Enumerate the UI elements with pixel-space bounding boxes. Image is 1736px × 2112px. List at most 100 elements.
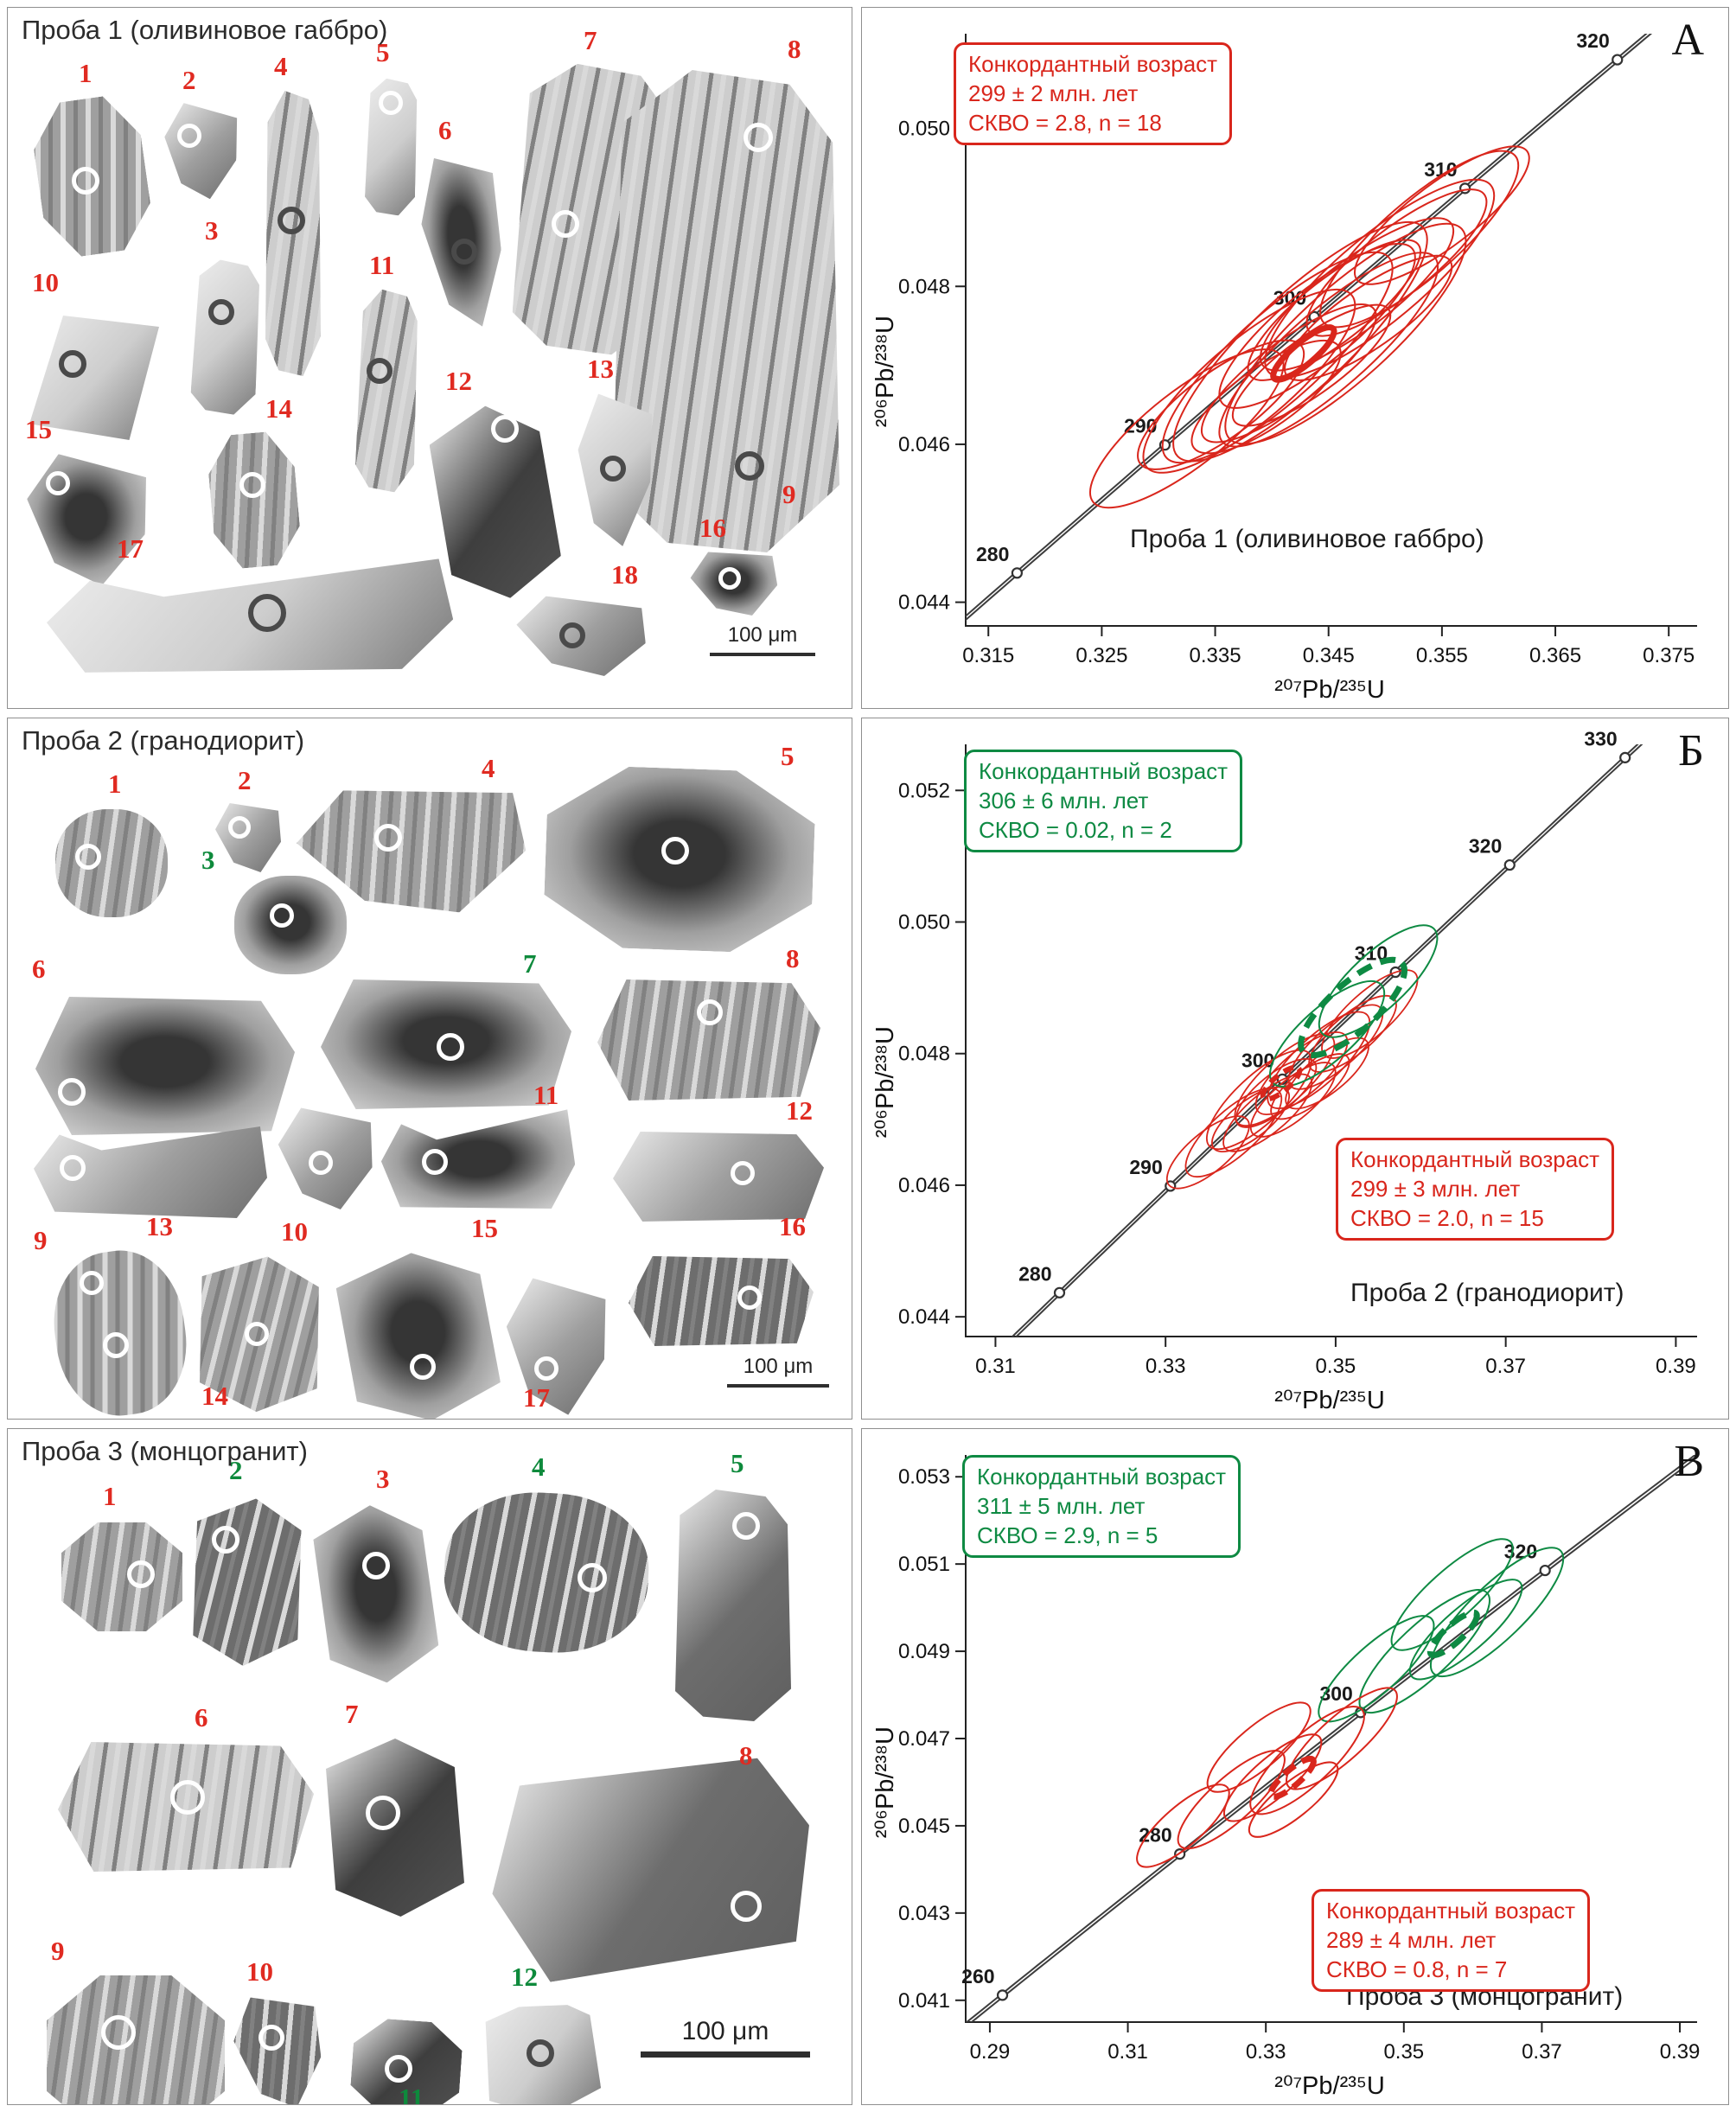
zircon-grain-10 bbox=[232, 1994, 324, 2105]
grain-number-7: 7 bbox=[345, 1699, 359, 1729]
svg-text:330: 330 bbox=[1584, 727, 1617, 750]
svg-text:290: 290 bbox=[1129, 1156, 1162, 1178]
analysis-spot bbox=[600, 456, 626, 482]
grain-number-1: 1 bbox=[108, 769, 122, 799]
analysis-spot bbox=[177, 124, 201, 148]
panel-letter-a: А bbox=[1671, 16, 1704, 65]
svg-text:0.048: 0.048 bbox=[898, 1043, 950, 1066]
grain-number-11: 11 bbox=[369, 250, 395, 280]
analysis-spot bbox=[80, 1271, 104, 1295]
grain-number-12: 12 bbox=[511, 1962, 538, 1992]
panel-letter-b: Б bbox=[1678, 726, 1704, 775]
svg-text:0.355: 0.355 bbox=[1416, 644, 1468, 667]
grain-number-4: 4 bbox=[274, 51, 288, 81]
zircon-grain-2 bbox=[182, 1493, 312, 1672]
grain-number-4: 4 bbox=[482, 753, 495, 783]
svg-text:0.33: 0.33 bbox=[1246, 2040, 1286, 2064]
error-ellipses-main-sample2 bbox=[1285, 1037, 1369, 1110]
zircon-grain-11 bbox=[380, 1109, 577, 1215]
scale-bar: 100 μm bbox=[710, 623, 815, 656]
concordant-age-ellipse-sample1 bbox=[1270, 324, 1337, 383]
error-ellipses-young-sample3 bbox=[1249, 1706, 1365, 1815]
grain-number-8: 8 bbox=[788, 34, 801, 64]
svg-text:0.375: 0.375 bbox=[1643, 644, 1695, 667]
analysis-spot bbox=[559, 622, 585, 648]
error-ellipses-sample1 bbox=[1353, 145, 1530, 285]
concordant-age-ellipse-young-sample3 bbox=[1267, 1755, 1317, 1800]
analysis-spot bbox=[367, 358, 393, 384]
error-ellipses-old-sample3 bbox=[1429, 1547, 1565, 1678]
concordant-age-ellipse-main-sample2 bbox=[1260, 1064, 1303, 1102]
analysis-spot bbox=[735, 451, 764, 481]
grain-number-14: 14 bbox=[201, 1381, 228, 1411]
grain-number-6: 6 bbox=[32, 954, 46, 984]
analysis-spot bbox=[731, 1891, 762, 1922]
error-ellipses-sample1 bbox=[1247, 239, 1422, 381]
error-ellipses bbox=[1165, 924, 1439, 1190]
age-annotation-line: 299 ± 3 млн. лет bbox=[1350, 1175, 1521, 1202]
error-ellipses-sample1 bbox=[1218, 252, 1439, 448]
analysis-spot bbox=[228, 816, 251, 839]
zircon-grain-8 bbox=[613, 70, 839, 552]
zircon-grain-3 bbox=[234, 876, 347, 974]
analysis-spot bbox=[127, 1560, 155, 1588]
scale-bar: 100 μm bbox=[727, 1355, 829, 1388]
error-ellipses-sample1 bbox=[1172, 220, 1428, 463]
age-annotation-line: 306 ± 6 млн. лет bbox=[979, 787, 1149, 814]
y-axis-label: ²⁰⁶Pb/²³⁸U bbox=[871, 1726, 899, 1838]
analysis-spot bbox=[744, 123, 773, 152]
grain-number-12: 12 bbox=[786, 1095, 813, 1126]
svg-text:320: 320 bbox=[1469, 835, 1502, 858]
panel-title-sample2: Проба 2 (гранодиорит) bbox=[22, 725, 305, 756]
analysis-spot bbox=[552, 210, 579, 238]
grain-number-3: 3 bbox=[205, 215, 219, 246]
grain-number-2: 2 bbox=[229, 1455, 243, 1485]
analysis-spot bbox=[103, 1332, 129, 1358]
grain-number-1: 1 bbox=[103, 1481, 117, 1511]
grain-number-13: 13 bbox=[146, 1211, 173, 1241]
error-ellipses-sample1 bbox=[1259, 217, 1455, 372]
svg-text:0.29: 0.29 bbox=[970, 2040, 1011, 2064]
zircon-grain-16 bbox=[629, 1256, 814, 1346]
analysis-spot bbox=[718, 567, 741, 590]
svg-text:0.39: 0.39 bbox=[1656, 1355, 1696, 1378]
analysis-spot bbox=[491, 415, 519, 443]
age-annotation-line: Конкордантный возраст bbox=[977, 1464, 1227, 1490]
grain-number-9: 9 bbox=[782, 479, 796, 509]
analysis-spot bbox=[309, 1151, 333, 1175]
scale-bar-label: 100 μm bbox=[681, 2017, 769, 2045]
grain-number-8: 8 bbox=[786, 943, 800, 973]
svg-text:0.052: 0.052 bbox=[898, 779, 950, 802]
analysis-spot bbox=[258, 2025, 284, 2051]
y-axis-label: ²⁰⁶Pb/²³⁸U bbox=[871, 316, 899, 428]
zircon-grain-3 bbox=[311, 1502, 441, 1688]
error-ellipses-sample1 bbox=[1218, 242, 1416, 409]
analysis-spot bbox=[270, 903, 294, 928]
analysis-spot bbox=[385, 2055, 412, 2083]
analysis-spot bbox=[208, 299, 234, 325]
analysis-spot bbox=[379, 91, 403, 115]
zircon-grain-7 bbox=[326, 1739, 464, 1917]
analysis-spot bbox=[46, 471, 70, 495]
grain-number-4: 4 bbox=[532, 1452, 546, 1482]
scale-bar-label: 100 μm bbox=[727, 623, 798, 647]
zircon-grain-2 bbox=[215, 803, 281, 872]
svg-text:0.050: 0.050 bbox=[898, 911, 950, 935]
analysis-spot bbox=[170, 1780, 205, 1815]
zircon-grain-9 bbox=[47, 1975, 225, 2104]
error-ellipses-sample1 bbox=[1142, 288, 1356, 474]
zircon-grain-13 bbox=[44, 1242, 196, 1419]
svg-text:0.049: 0.049 bbox=[898, 1640, 950, 1663]
grain-number-11: 11 bbox=[399, 2083, 424, 2105]
